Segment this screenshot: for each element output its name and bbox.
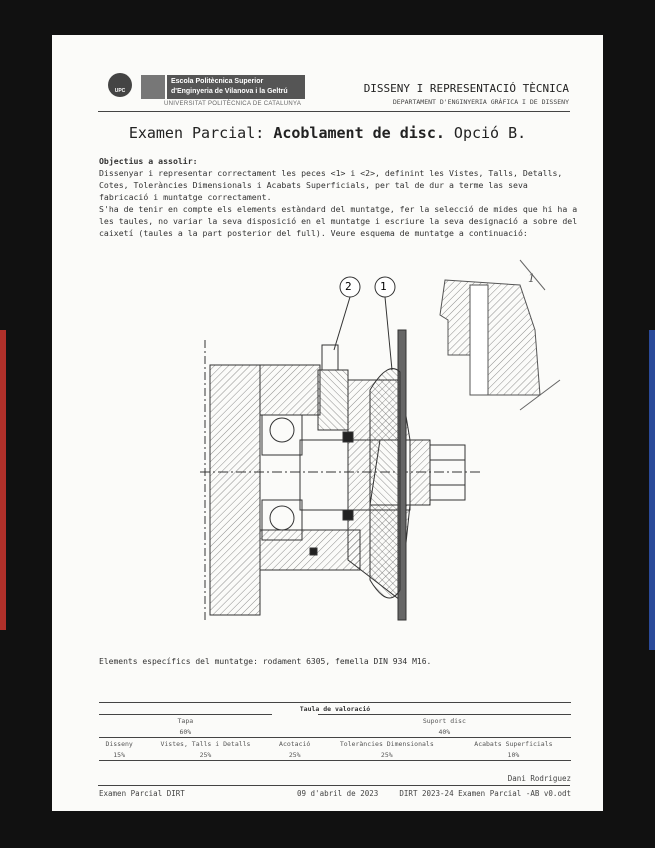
criterion-weight: 10% xyxy=(455,749,571,761)
balloon-2-label: 2 xyxy=(345,280,352,293)
objectives-heading: Objectius a assolir: xyxy=(99,156,198,166)
department: DEPARTAMENT D'ENGINYERIA GRÀFICA I DE DI… xyxy=(392,98,569,106)
title-bold: Acoblament de disc. xyxy=(273,124,445,142)
evaluation-table: Taula de valoració Tapa Suport disc 60% 40… xyxy=(99,702,571,761)
criterion-weight: 15% xyxy=(99,749,140,761)
title-prefix: Examen Parcial: xyxy=(128,124,274,142)
criterion-name: Acotació xyxy=(271,737,318,749)
group-name: Suport disc xyxy=(317,714,571,726)
school-line1: Escola Politècnica Superior xyxy=(171,78,264,85)
logo-text: UPC xyxy=(114,88,126,94)
university-name: UNIVERSITAT POLITÈCNICA DE CATALUNYA xyxy=(164,101,302,107)
upc-logo: UPC xyxy=(108,73,132,97)
school-logo-icon xyxy=(141,75,165,99)
criterion-weight: 25% xyxy=(139,749,272,761)
balloon-1-label: 1 xyxy=(380,280,387,293)
objectives-p1: Dissenyar i representar correctament les… xyxy=(99,168,563,202)
course-title: DISSENY I REPRESENTACIÓ TÈCNICA xyxy=(363,82,569,95)
group-weight: 60% xyxy=(179,727,192,736)
criterion-weight: 25% xyxy=(317,749,456,761)
title-suffix: Opció B. xyxy=(444,124,527,142)
criterion-name: Vistes, Talls i Detalls xyxy=(139,737,272,749)
group-weight: 40% xyxy=(438,727,451,736)
criterion-weight: 25% xyxy=(271,749,318,761)
objectives: Objectius a assolir: Dissenyar i represe… xyxy=(99,155,579,239)
footer-file: DIRT 2023-24 Examen Parcial -AB v0.odt xyxy=(399,789,571,798)
elements-note: Elements específics del muntatge: rodame… xyxy=(99,657,432,666)
school-name: Escola Politècnica Superior d'Enginyeria… xyxy=(167,75,305,99)
objectives-p2: S'ha de tenir en compte els elements est… xyxy=(99,204,578,238)
school-line2: d'Enginyeria de Vilanova i la Geltrú xyxy=(171,88,288,95)
footer-left: Examen Parcial DIRT xyxy=(99,789,185,798)
footer-divider xyxy=(98,785,570,786)
page-title: Examen Parcial: Acoblament de disc. Opci… xyxy=(0,124,655,142)
balloon-2 xyxy=(339,276,361,298)
scan-edge xyxy=(649,330,655,650)
criterion-name: Toleràncies Dimensionals xyxy=(317,737,456,749)
author: Dani Rodriguez xyxy=(507,774,571,783)
group-name: Tapa xyxy=(99,714,272,726)
divider xyxy=(98,111,570,112)
sketch-label: 1 xyxy=(528,272,535,285)
criterion-name: Disseny xyxy=(99,737,140,749)
table-title: Taula de valoració xyxy=(99,702,571,715)
balloon-1 xyxy=(374,276,396,298)
scan-edge xyxy=(0,330,6,630)
criterion-name: Acabats Superficials xyxy=(455,737,571,749)
footer-date: 09 d'abril de 2023 xyxy=(297,789,379,798)
